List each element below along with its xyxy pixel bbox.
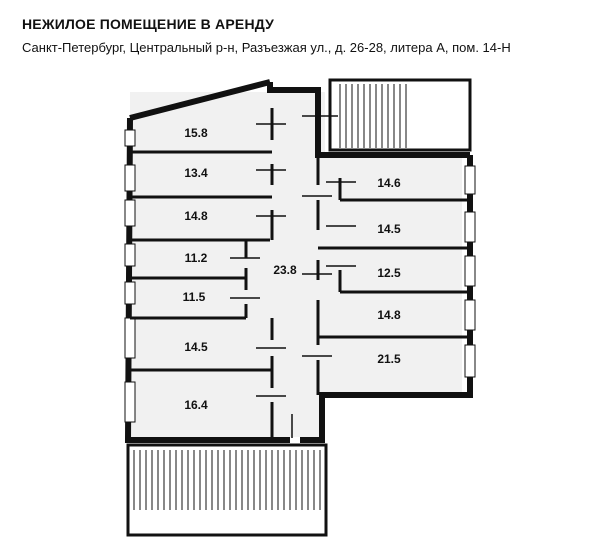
room-area-right-3: 12.5 [377,266,401,280]
plan-fill-left [130,92,325,437]
corridor-area: 23.8 [273,263,297,277]
room-area-right-2: 14.5 [377,222,401,236]
room-area-right-4: 14.8 [377,308,401,322]
room-area-left-4: 11.2 [185,251,208,265]
staircase-top [328,78,472,152]
room-area-left-7: 16.4 [184,398,208,412]
room-area-left-3: 14.8 [184,209,208,223]
room-area-left-1: 15.8 [184,126,208,140]
interior-walls-left [130,108,274,440]
windows-right [464,165,476,378]
room-area-left-5: 11.5 [183,290,206,304]
address-line: Санкт-Петербург, Центральный р-н, Разъез… [22,40,511,55]
staircase-bottom [126,443,328,537]
room-area-left-6: 14.5 [184,340,208,354]
interior-walls-right [316,155,470,395]
room-area-left-2: 13.4 [184,166,208,180]
windows-left [124,129,136,423]
page-title: НЕЖИЛОЕ ПОМЕЩЕНИЕ В АРЕНДУ [22,16,275,32]
room-area-right-1: 14.6 [377,176,401,190]
room-area-right-5: 21.5 [377,352,401,366]
door-markers [230,115,356,438]
plan-fill-right [320,155,462,395]
